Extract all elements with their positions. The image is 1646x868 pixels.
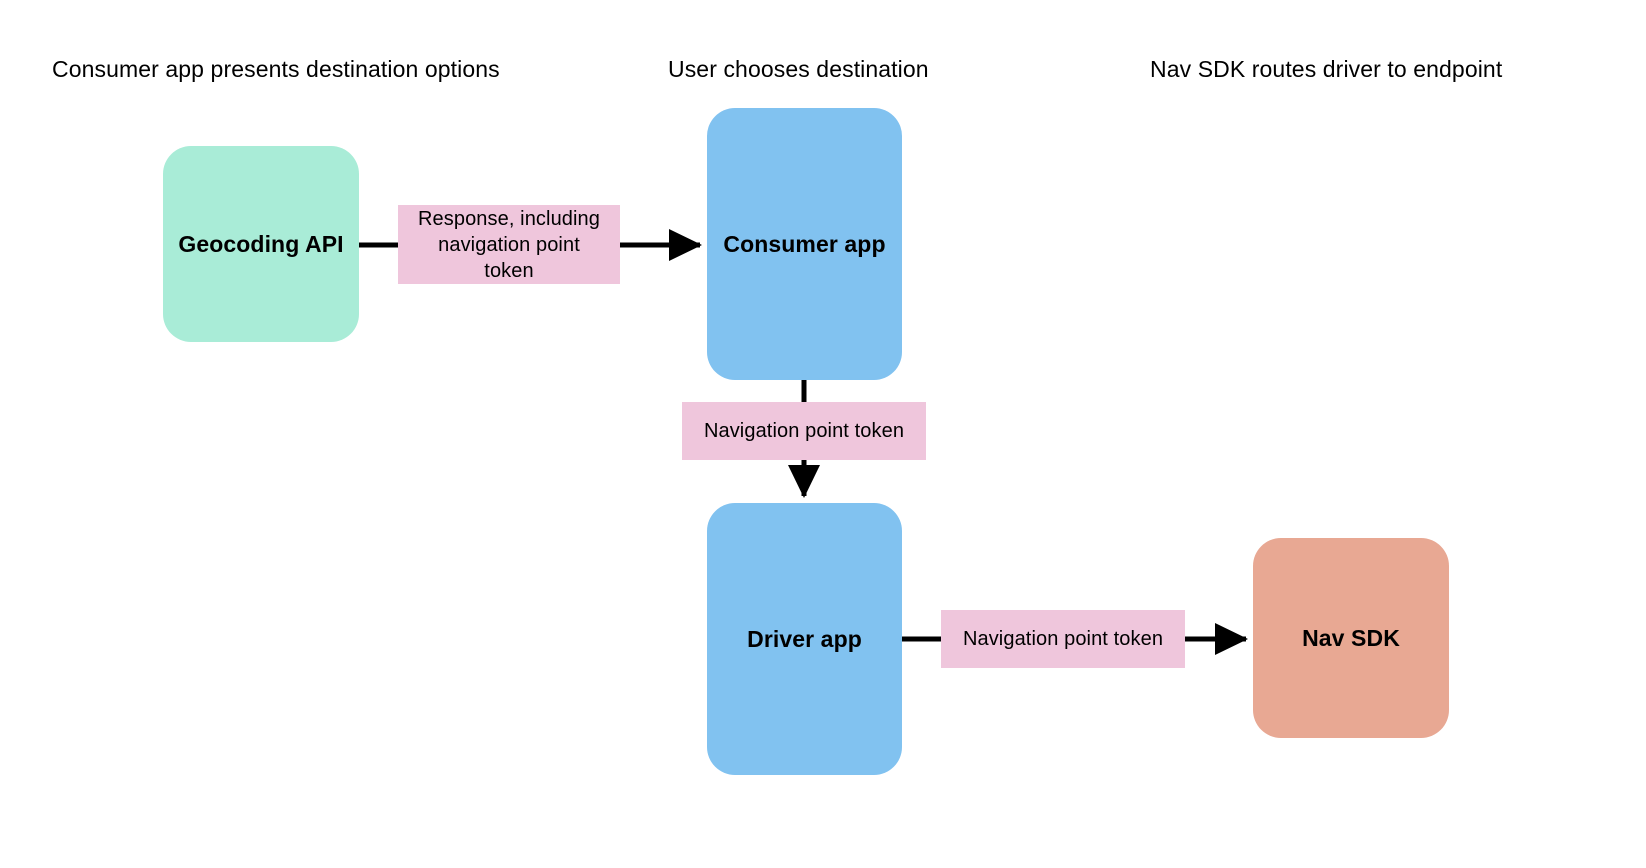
node-consumer-app[interactable]: Consumer app <box>707 108 902 380</box>
column-header-consumer-app: Consumer app presents destination option… <box>52 56 500 82</box>
edge-label-navigation-point-token-driver-navsdk: Navigation point token <box>941 610 1185 668</box>
edge-label-response-including-navigation-point-token: Response, including navigation point token <box>398 205 620 284</box>
node-consumer-app-label: Consumer app <box>723 230 886 257</box>
column-header-nav-sdk: Nav SDK routes driver to endpoint <box>1150 56 1503 82</box>
edge-label-response-line1: Response, including <box>417 207 601 230</box>
node-driver-app-label: Driver app <box>747 625 862 652</box>
column-header-user-chooses: User chooses destination <box>668 56 929 82</box>
node-nav-sdk-label: Nav SDK <box>1302 624 1400 651</box>
edge-label-response-line2: navigation point <box>438 233 580 256</box>
edge-label-navigation-point-token-consumer-driver: Navigation point token <box>682 402 926 460</box>
edge-label-response-text: Response, including navigation point token <box>418 206 600 284</box>
node-driver-app[interactable]: Driver app <box>707 503 902 775</box>
node-nav-sdk[interactable]: Nav SDK <box>1253 538 1449 738</box>
edge-label-response-line3: token <box>484 259 534 282</box>
edge-label-token-vertical-text: Navigation point token <box>703 420 905 442</box>
node-geocoding-api[interactable]: Geocoding API <box>163 146 359 342</box>
node-geocoding-api-label: Geocoding API <box>178 230 344 257</box>
edge-label-token-horizontal-text: Navigation point token <box>962 628 1164 650</box>
